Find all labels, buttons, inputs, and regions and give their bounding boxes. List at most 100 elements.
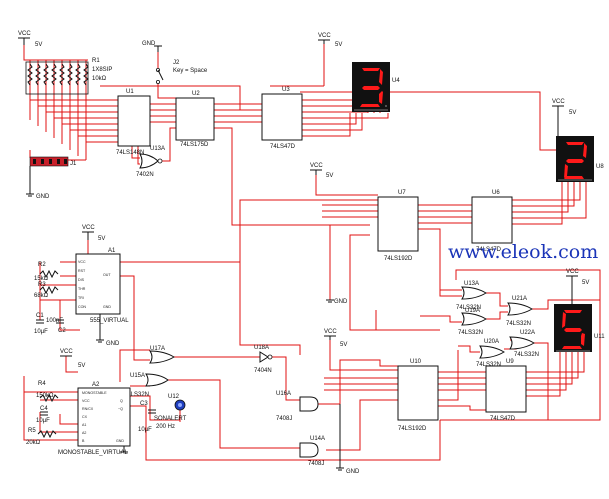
resistor-network-r1[interactable] bbox=[25, 61, 89, 95]
wires bbox=[23, 44, 601, 461]
gnd-a1-label: GND bbox=[106, 341, 120, 347]
seven-segment-display-u4 bbox=[352, 62, 390, 112]
a2-part: MONOSTABLE_VIRTUAL bbox=[58, 450, 128, 456]
u7-part-label: 74LS192D bbox=[384, 256, 413, 262]
chip-u9[interactable] bbox=[485, 365, 527, 413]
timer-555-a1[interactable] bbox=[75, 253, 121, 315]
vcc-power-symbol-u11 bbox=[566, 275, 578, 304]
gnd-j1-label: GND bbox=[36, 194, 50, 200]
vcc-a1-label: VCC bbox=[82, 225, 95, 231]
resistor-r3[interactable] bbox=[39, 285, 59, 295]
u22a-part: 74LS32N bbox=[514, 352, 539, 358]
a2-pin-gnd: GND bbox=[116, 439, 124, 443]
gate-u21a-or[interactable] bbox=[507, 302, 533, 316]
resistor-r5[interactable] bbox=[37, 429, 57, 439]
u3a-label: U13A bbox=[150, 146, 165, 152]
ground-symbol-a2 bbox=[120, 446, 128, 453]
u9-label: U9 bbox=[506, 359, 514, 365]
u3-part-label: 74LS47D bbox=[270, 144, 296, 150]
u2-part-label: 74LS175D bbox=[180, 142, 209, 148]
chip-u1[interactable] bbox=[117, 95, 151, 147]
a1-part-label: 555_VIRTUAL bbox=[90, 318, 129, 324]
gate-u13a-or[interactable] bbox=[461, 286, 487, 300]
a2-pin-b: B bbox=[82, 439, 85, 443]
resistor-r4[interactable] bbox=[39, 393, 59, 403]
u19a-label: U19A bbox=[465, 308, 480, 314]
j1-label: J1 bbox=[70, 161, 77, 167]
vcc-a2-voltage: 5V bbox=[78, 363, 85, 369]
capacitor-c1[interactable] bbox=[36, 319, 44, 324]
gate-u16a-and[interactable] bbox=[299, 396, 319, 412]
gate-u3a-nor[interactable] bbox=[139, 153, 163, 169]
gnd-u10-label: GND bbox=[346, 469, 360, 475]
a2-pin-title: MONOSTABLE bbox=[82, 391, 107, 395]
c2-value: 100nF bbox=[46, 318, 63, 324]
a1-pin-con: CON bbox=[78, 305, 86, 309]
j2-key-label: Key = Space bbox=[173, 68, 208, 74]
switch-j2[interactable] bbox=[154, 45, 164, 85]
c3-value: 10µF bbox=[138, 427, 152, 433]
gate-u15a-or[interactable] bbox=[145, 373, 169, 387]
u13a-part: 74LS32N bbox=[456, 305, 481, 311]
seven-segment-display-u11 bbox=[554, 304, 592, 352]
a2-pin-rncx: RN/CX bbox=[82, 407, 94, 411]
a2-pin-vcc: VCC bbox=[82, 399, 90, 403]
vcc-u8-voltage: 5V bbox=[569, 110, 576, 116]
u15a-part: 74LS32N bbox=[124, 392, 149, 398]
u17a-label: U17A bbox=[150, 346, 165, 352]
chip-u3[interactable] bbox=[261, 93, 303, 141]
header-j1[interactable] bbox=[29, 156, 69, 167]
gate-u18a-not[interactable] bbox=[259, 351, 273, 363]
u14a-part: 7408J bbox=[308, 461, 324, 467]
vcc-u7-label: VCC bbox=[310, 163, 323, 169]
gate-u17a-or[interactable] bbox=[149, 350, 175, 364]
u3a-part-label: 7402N bbox=[136, 172, 154, 178]
a2-pin-a2: A2 bbox=[82, 431, 86, 435]
r1-type-label: 1X8SIP bbox=[92, 67, 112, 73]
chip-u10[interactable] bbox=[397, 365, 439, 421]
capacitor-c3[interactable] bbox=[148, 409, 156, 414]
resistor-r2[interactable] bbox=[39, 269, 59, 279]
u20a-label: U20A bbox=[484, 339, 499, 345]
ground-symbol-a1 bbox=[96, 314, 104, 343]
vcc-power-symbol bbox=[18, 37, 30, 45]
j2-label: J2 bbox=[173, 60, 180, 66]
gate-u22a-or[interactable] bbox=[509, 336, 535, 350]
a1-pin-gnd: GND bbox=[103, 305, 111, 309]
watermark-text: www.eleok.com bbox=[448, 241, 598, 263]
c1-value: 10µF bbox=[34, 329, 48, 335]
r3-label: R3 bbox=[38, 282, 46, 288]
u1-part-label: 74LS148N bbox=[116, 150, 144, 156]
u21a-part: 74LS32N bbox=[506, 321, 531, 327]
u11-label: U11 bbox=[594, 334, 605, 340]
capacitor-c2[interactable] bbox=[56, 319, 64, 324]
vcc-a1-voltage: 5V bbox=[98, 236, 105, 242]
chip-u7[interactable] bbox=[377, 196, 419, 252]
u3-label: U3 bbox=[282, 87, 290, 93]
chip-u6[interactable] bbox=[471, 196, 513, 244]
u4-label: U4 bbox=[392, 78, 400, 84]
a1-pin-out: OUT bbox=[103, 273, 111, 277]
c3-label: C3 bbox=[140, 401, 148, 407]
u6-label: U6 bbox=[492, 190, 500, 196]
u14a-label: U14A bbox=[310, 436, 325, 442]
u16a-label: U16A bbox=[276, 391, 291, 397]
r1-label: R1 bbox=[92, 58, 100, 64]
u8-label: U8 bbox=[596, 164, 604, 170]
u12-label: U12 bbox=[168, 394, 180, 400]
capacitor-c4[interactable] bbox=[40, 411, 48, 416]
chip-u2[interactable] bbox=[175, 97, 215, 141]
ground-symbol-j1 bbox=[26, 166, 34, 197]
r3-value: 68kΩ bbox=[34, 293, 49, 299]
u15a-label: U15A bbox=[130, 373, 145, 379]
gate-u20a-or[interactable] bbox=[479, 345, 505, 359]
monostable-a2[interactable] bbox=[77, 387, 131, 447]
ground-symbol-u7 bbox=[326, 299, 334, 303]
gnd-j2-label: GND bbox=[142, 41, 156, 47]
a2-pin-q: Q bbox=[120, 399, 123, 403]
gate-u14a-and[interactable] bbox=[299, 442, 319, 458]
gate-u19a-or[interactable] bbox=[461, 312, 487, 326]
c4-value: 10µF bbox=[36, 418, 50, 424]
buzzer-u12[interactable] bbox=[174, 399, 186, 411]
